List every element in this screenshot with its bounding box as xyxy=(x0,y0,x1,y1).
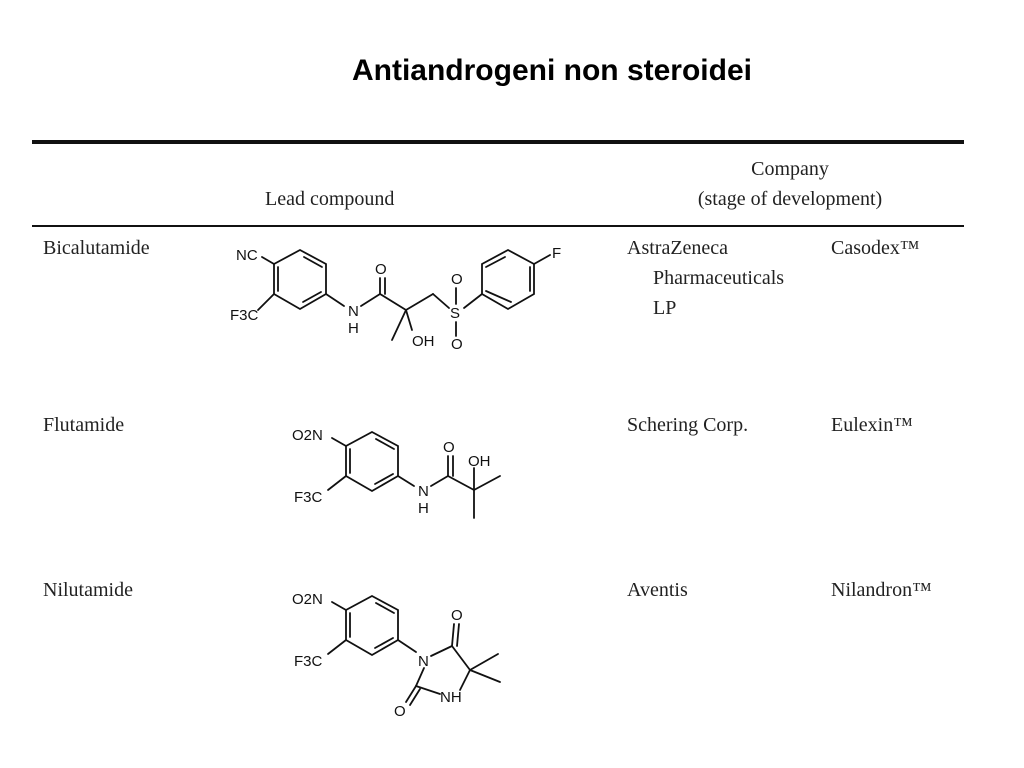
structure-label: O xyxy=(443,439,455,456)
structure-label: O2N xyxy=(292,427,323,444)
table-header-rule xyxy=(32,225,964,227)
flutamide-structure: O2N F3C N H O OH xyxy=(292,427,501,519)
structure-label: O2N xyxy=(292,591,323,608)
compound-name-bicalutamide: Bicalutamide xyxy=(43,237,150,259)
structure-label: F3C xyxy=(294,489,323,506)
structure-label: O xyxy=(451,271,463,288)
brand-name-casodex: Casodex™ xyxy=(831,237,920,259)
brand-name-nilandron: Nilandron™ xyxy=(831,579,932,601)
structure-label: F3C xyxy=(294,653,323,670)
company-line: Pharmaceuticals xyxy=(653,267,785,289)
header-company: Company xyxy=(751,158,829,180)
company-line: Aventis xyxy=(627,579,688,601)
compound-name-flutamide: Flutamide xyxy=(43,414,125,436)
structure-label: H xyxy=(348,320,359,337)
structure-label: NC xyxy=(236,247,258,264)
structure-label: NH xyxy=(440,689,462,706)
structure-label: OH xyxy=(468,453,491,470)
company-line: Schering Corp. xyxy=(627,414,749,436)
structure-label: O xyxy=(451,336,463,353)
structure-label: F xyxy=(552,245,561,262)
slide-title: Antiandrogeni non steroidei xyxy=(351,54,752,87)
structure-label: N xyxy=(418,653,429,670)
header-lead-compound: Lead compound xyxy=(265,188,395,210)
structure-label: O xyxy=(375,261,387,278)
structure-label: F3C xyxy=(230,307,259,324)
structure-label: O xyxy=(394,703,406,720)
header-company-stage: (stage of development) xyxy=(697,188,883,210)
company-line: LP xyxy=(653,297,677,319)
nilutamide-structure: O2N F3C N O O NH xyxy=(292,591,501,720)
table-top-rule xyxy=(32,140,964,144)
structure-label: O xyxy=(451,607,463,624)
bicalutamide-structure: NC F3C N H O OH S O O F xyxy=(230,245,561,353)
brand-name-eulexin: Eulexin™ xyxy=(831,414,913,436)
structure-label: N xyxy=(348,303,359,320)
company-line: AstraZeneca xyxy=(627,237,729,259)
structure-label: S xyxy=(450,305,460,322)
structure-label: OH xyxy=(412,333,435,350)
compound-name-nilutamide: Nilutamide xyxy=(43,579,133,601)
structure-label: N xyxy=(418,483,429,500)
structure-label: H xyxy=(418,500,429,517)
